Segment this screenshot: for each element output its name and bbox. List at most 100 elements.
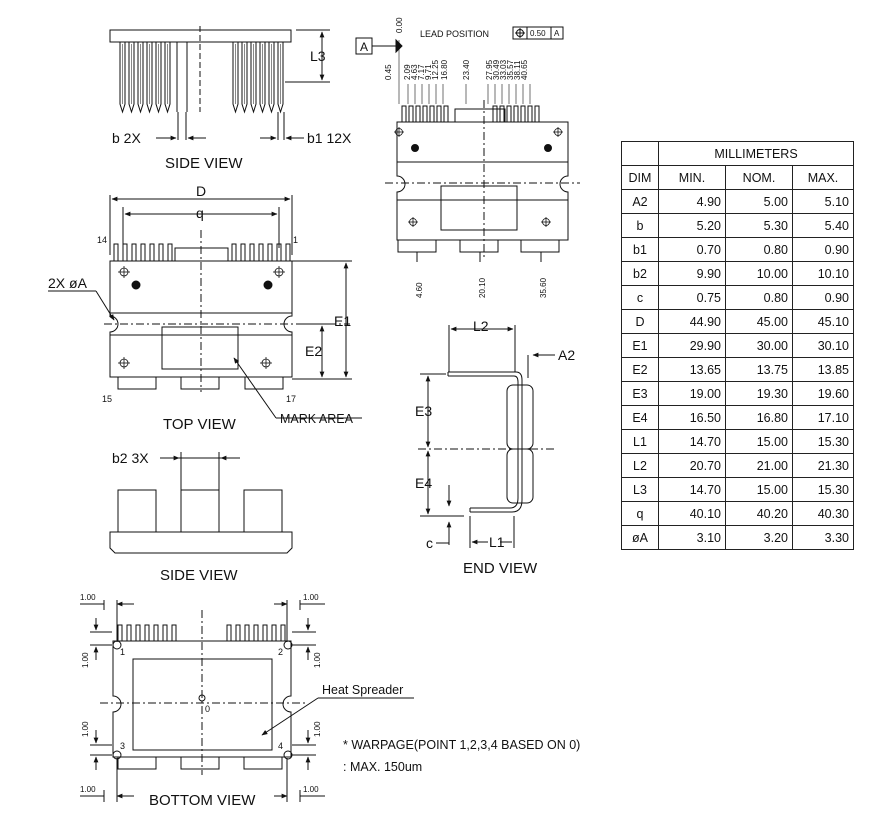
dim-table-cell: 3.30 [792, 525, 854, 550]
top-view-pin [167, 243, 173, 262]
dim-table-col-dim: DIM [621, 165, 659, 190]
bottom-view-pin [162, 624, 168, 642]
bottom-view-pin [280, 624, 286, 642]
end-view-body-upper [506, 384, 534, 450]
lead-position-dim: 2.09 [403, 64, 412, 80]
dim-table-cell: 15.30 [792, 429, 854, 454]
bottom-view-pin [171, 624, 177, 642]
dim-table-cell: 45.10 [792, 309, 854, 334]
top-view-lead-15 [117, 376, 157, 390]
e4-label: E4 [415, 475, 432, 491]
dim-table-cell: 44.90 [658, 309, 726, 334]
bottom-view-pin [126, 624, 132, 642]
dim-table-cell: 19.00 [658, 381, 726, 406]
b2x-label: b 2X [112, 130, 141, 146]
dim-table-cell: E3 [621, 381, 659, 406]
point-2-label: 2 [278, 647, 283, 657]
side-view-center-lead [176, 42, 188, 112]
top-view-pin [240, 243, 246, 262]
top-view-pin [140, 243, 146, 262]
l3-label: L3 [310, 48, 326, 64]
dim-table-cell: 17.10 [792, 405, 854, 430]
top-view-lead-17 [244, 376, 284, 390]
pin-14-label: 14 [97, 235, 107, 245]
dim-table-cell: q [621, 501, 659, 526]
lead-position-dim: 35.57 [506, 59, 515, 80]
dim-table-cell: A2 [621, 189, 659, 214]
side-view-pin [250, 42, 257, 114]
lead-position-dim: 40.65 [520, 59, 529, 80]
bottom-view-pin [253, 624, 259, 642]
dim-table-cell: 29.90 [658, 333, 726, 358]
dim-table-cell: 13.75 [725, 357, 793, 382]
lead-position-view [355, 26, 580, 262]
top-view-pin [113, 243, 119, 262]
dim-table-cell: 40.10 [658, 501, 726, 526]
mark-area-label: MARK AREA [280, 412, 354, 426]
b1-12x-label: b1 12X [307, 130, 352, 146]
top-view-pin [122, 243, 128, 262]
bottom-view-caption: BOTTOM VIEW [149, 792, 256, 809]
bottom-view-pin [117, 624, 123, 642]
dim-table-cell: 14.70 [658, 477, 726, 502]
dim-table-cell: 21.00 [725, 453, 793, 478]
dim-100-top-left: 1.00 [80, 593, 96, 602]
heat-spreader-label: Heat Spreader [322, 683, 403, 697]
side-view-pin [277, 42, 284, 114]
dim-100-left-upper: 1.00 [81, 652, 90, 668]
dim-table-cell: 16.50 [658, 405, 726, 430]
side-view-pin [268, 42, 275, 114]
top-view-pin [131, 243, 137, 262]
warpage-line1: * WARPAGE(POINT 1,2,3,4 BASED ON 0) [343, 738, 580, 752]
top-view-pin [158, 243, 164, 262]
dim-table-cell: L3 [621, 477, 659, 502]
lead-position-bottom-dim: 20.10 [478, 277, 487, 298]
side-view-pin [155, 42, 162, 114]
side-view-pin [164, 42, 171, 114]
side-lead-mid [180, 489, 220, 533]
end-view-lead-outline [448, 371, 523, 513]
side-lead-right [243, 489, 283, 533]
dim-100-right-upper: 1.00 [313, 652, 322, 668]
dim-table-cell: 13.65 [658, 357, 726, 382]
dim-table-cell: 5.10 [792, 189, 854, 214]
lead-position-dim: 9.71 [424, 64, 433, 80]
side-view-top-pins [119, 42, 284, 114]
bottom-view-body [112, 640, 292, 758]
lead-position-pin [499, 105, 505, 123]
bottom-view-pin [271, 624, 277, 642]
dim-table-cell: 20.70 [658, 453, 726, 478]
end-view [418, 325, 555, 548]
lead-position-pin [527, 105, 533, 123]
dim-table-cell: 0.90 [792, 285, 854, 310]
side-view-pin [128, 42, 135, 114]
a2-label: A2 [558, 347, 575, 363]
dim-table-cell: E1 [621, 333, 659, 358]
e2-label: E2 [305, 343, 322, 359]
d-label: D [196, 183, 206, 199]
top-view-pin [285, 243, 291, 262]
tolerance-value: 0.50 [530, 29, 546, 38]
lead-position-dim: 7.17 [417, 64, 426, 80]
dim-100-left-lower: 1.00 [81, 721, 90, 737]
dim-table-cell: 0.80 [725, 237, 793, 262]
lead-position-dim: 30.49 [492, 59, 501, 80]
pin-15-label: 15 [102, 394, 112, 404]
side-view-pin [146, 42, 153, 114]
dim-table-cell: b [621, 213, 659, 238]
lead-position-dim: 16.80 [440, 59, 449, 80]
side-view-top-caption: SIDE VIEW [165, 155, 243, 172]
l2-label: L2 [473, 318, 489, 334]
top-view-caption: TOP VIEW [163, 416, 237, 433]
top-view-lead-16 [180, 376, 220, 390]
lead-position-label: LEAD POSITION [420, 29, 489, 39]
dim-table-cell: 0.70 [658, 237, 726, 262]
dim-100-bottom-left: 1.00 [80, 785, 96, 794]
q-label: q [196, 205, 204, 221]
dim-table-cell: 40.30 [792, 501, 854, 526]
